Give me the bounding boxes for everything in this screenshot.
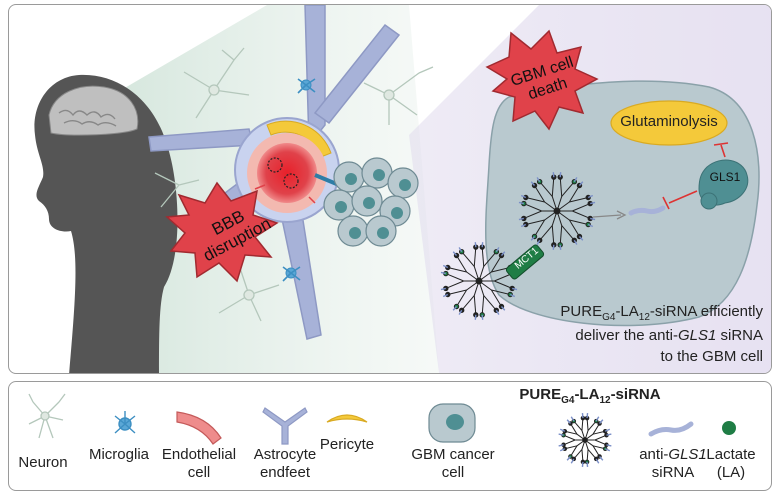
glutaminolysis-ellipse	[610, 100, 728, 146]
legend-pure-title: PUREG4-LA12-siRNA	[519, 386, 661, 406]
lactate-icon	[722, 421, 736, 435]
background-neurons	[154, 47, 434, 322]
dendrimer-icon	[558, 413, 612, 467]
pericyte-icon	[326, 414, 368, 423]
dendrimer-outside	[440, 242, 518, 320]
blood-vessel	[234, 117, 340, 223]
sirna-strand	[628, 205, 666, 216]
microglia-sketch	[282, 78, 316, 282]
glutaminolysis-label: Glutaminolysis	[620, 113, 718, 130]
dendrimer-inside	[518, 172, 596, 250]
legend-icons	[28, 393, 736, 467]
delivery-caption: PUREG4-LA12-siRNA efficiently deliver th…	[560, 303, 763, 365]
sirna-icon	[648, 421, 694, 437]
main-panel: BBB disruption GBM cell death Glutaminol…	[8, 4, 772, 374]
legend-pericyte: Pericyte	[319, 436, 375, 453]
gls1-label: GLS1	[709, 170, 741, 184]
legend-neuron: Neuron	[18, 454, 68, 471]
bbb-burst	[165, 181, 279, 283]
death-burst	[485, 29, 599, 131]
neuron-icon	[28, 393, 66, 439]
gbm-cancer-cell-icon	[428, 403, 476, 443]
legend-microglia: Microglia	[88, 446, 149, 463]
legend-lactate: Lactate(LA)	[706, 446, 756, 481]
microglia-icon	[114, 411, 136, 434]
endothelial-icon	[176, 411, 222, 445]
main-illustration	[34, 5, 771, 373]
mct1-transporter	[505, 244, 545, 280]
astrocyte-endfeet-icon	[262, 407, 308, 445]
head-silhouette	[34, 74, 178, 373]
